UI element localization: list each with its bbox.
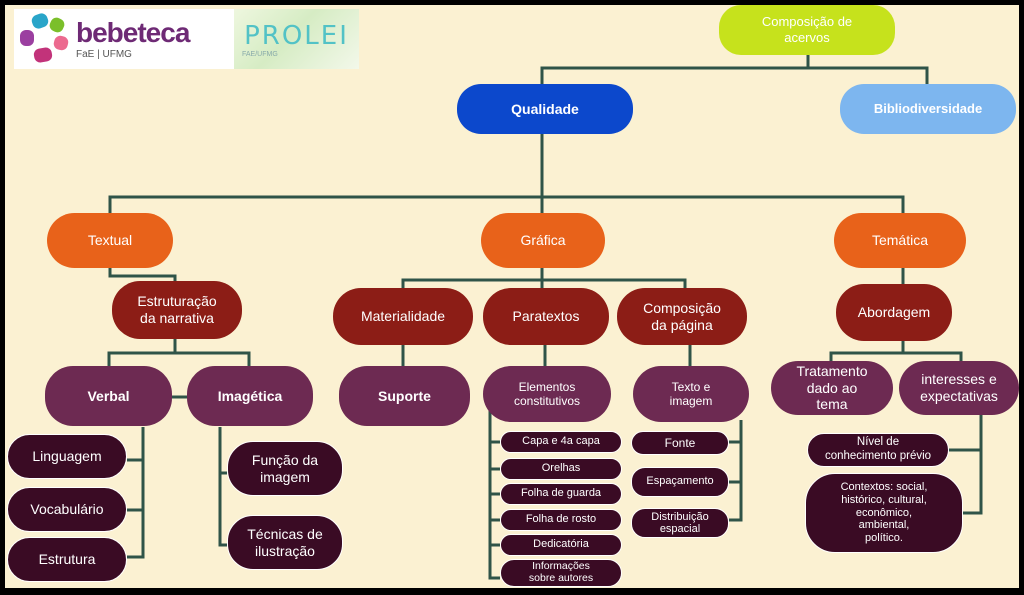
connector — [108, 267, 177, 285]
node-contextos: Contextos: social, histórico, cultural, … — [805, 473, 963, 553]
node-textual: Textual — [47, 213, 173, 268]
node-dedicatoria: Dedicatória — [500, 534, 622, 556]
node-capa: Capa e 4a capa — [500, 431, 622, 453]
node-qualidade: Qualidade — [457, 84, 633, 134]
node-grafica: Gráfica — [481, 213, 605, 268]
connector — [218, 427, 227, 547]
node-distribuicao-espacial: Distribuição espacial — [631, 508, 729, 538]
prolei-logo: PROLEI FAE/UFMG — [234, 9, 359, 69]
node-composicao-acervos: Composição de acervos — [719, 5, 895, 55]
node-fonte: Fonte — [631, 431, 729, 455]
bebeteca-logo-sub: FaE | UFMG — [76, 48, 132, 60]
node-orelhas: Orelhas — [500, 458, 622, 480]
node-espacamento: Espaçamento — [631, 467, 729, 497]
bebeteca-logo: bebeteca FaE | UFMG — [14, 9, 234, 69]
bebeteca-mark-icon — [18, 11, 72, 66]
connector — [107, 351, 251, 369]
connector — [108, 195, 905, 217]
node-paratextos: Paratextos — [483, 288, 609, 345]
node-tratamento-tema: Tratamento dado ao tema — [771, 361, 893, 415]
node-funcao-imagem: Função da imagem — [227, 441, 343, 496]
node-materialidade: Materialidade — [333, 288, 473, 345]
connector-lines — [107, 49, 983, 580]
connector — [401, 278, 687, 292]
node-estruturacao-narrativa: Estruturação da narrativa — [112, 281, 242, 339]
node-suporte: Suporte — [339, 366, 470, 426]
bebeteca-logo-text: bebeteca — [76, 16, 190, 48]
diagram-canvas: bebeteca FaE | UFMG PROLEI FAE/UFMG Comp… — [5, 5, 1019, 588]
node-folha-guarda: Folha de guarda — [500, 483, 622, 505]
node-composicao-pagina: Composição da página — [617, 288, 747, 345]
connector — [963, 413, 983, 515]
connector — [829, 351, 963, 365]
node-informacoes-autores: Informações sobre autores — [500, 559, 622, 587]
node-imagetica: Imagética — [187, 366, 313, 426]
node-nivel-conhecimento: Nível de conhecimento prévio — [807, 433, 949, 467]
node-estrutura: Estrutura — [7, 537, 127, 582]
node-linguagem: Linguagem — [7, 434, 127, 479]
prolei-logo-sub: FAE/UFMG — [242, 50, 278, 58]
node-bibliodiversidade: Bibliodiversidade — [840, 84, 1016, 134]
connector — [488, 395, 500, 580]
prolei-logo-text: PROLEI — [244, 20, 349, 51]
node-abordagem: Abordagem — [836, 284, 952, 341]
node-vocabulario: Vocabulário — [7, 487, 127, 532]
node-tecnicas-ilustracao: Técnicas de ilustração — [227, 515, 343, 570]
node-tematica: Temática — [834, 213, 966, 268]
connector — [729, 420, 743, 522]
node-verbal: Verbal — [45, 366, 172, 426]
node-folha-rosto: Folha de rosto — [500, 509, 622, 531]
connector — [540, 66, 929, 88]
connector — [127, 427, 145, 559]
node-elementos-constitutivos: Elementos constitutivos — [483, 366, 611, 422]
node-interesses-expectativas: interesses e expectativas — [899, 361, 1019, 415]
node-texto-imagem: Texto e imagem — [633, 366, 749, 422]
